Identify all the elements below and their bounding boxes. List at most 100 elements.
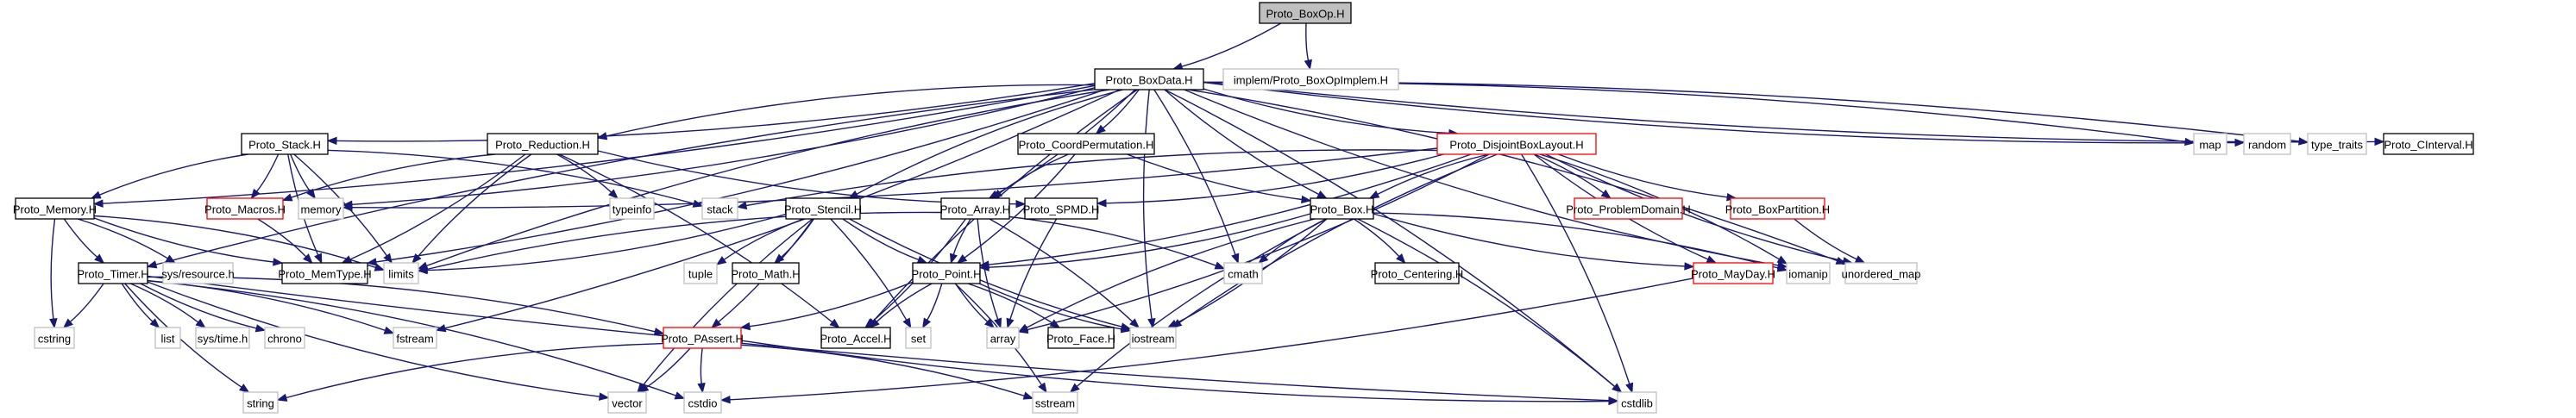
node-boxpartition[interactable]: Proto_BoxPartition.H xyxy=(1725,197,1830,220)
node-boxop[interactable]: Proto_BoxOp.H xyxy=(1259,2,1352,24)
node-box xyxy=(663,327,742,349)
edge-line xyxy=(1203,81,2236,144)
dependency-edge xyxy=(326,83,1096,146)
dependency-edge xyxy=(1203,81,2309,146)
node-problemdomain[interactable]: Proto_ProblemDomain.H xyxy=(1566,197,1691,220)
node-tuple: tuple xyxy=(683,262,718,284)
node-iomanip: iomanip xyxy=(1786,262,1831,284)
arrowhead-icon xyxy=(1258,253,1269,264)
arrowhead-icon xyxy=(1231,253,1240,265)
edge-line xyxy=(1027,153,1490,331)
dependency-edge xyxy=(341,153,526,264)
node-string: string xyxy=(242,391,279,414)
dependency-edge xyxy=(922,283,943,329)
edge-line xyxy=(336,83,1096,142)
node-box xyxy=(2383,133,2474,155)
dependency-edge xyxy=(739,281,914,331)
node-label: Proto_MayDay.H xyxy=(1691,268,1775,281)
edge-line xyxy=(642,218,814,386)
node-box xyxy=(206,197,284,220)
dependency-edge xyxy=(1017,218,1316,333)
node-reduction[interactable]: Proto_Reduction.H xyxy=(487,133,599,155)
node-stencil[interactable]: Proto_Stencil.H xyxy=(784,197,862,220)
edge-line xyxy=(876,283,933,322)
edge-line xyxy=(1153,89,1236,255)
edge-line xyxy=(1794,218,1857,260)
node-cinterval[interactable]: Proto_CInterval.H xyxy=(2383,133,2474,155)
node-memtype[interactable]: Proto_MemType.H xyxy=(278,262,372,284)
edge-line xyxy=(700,347,703,384)
arrowhead-icon xyxy=(715,256,727,265)
arrowhead-icon xyxy=(916,255,928,264)
node-label: Proto_Point.H xyxy=(912,268,982,281)
node-label: sys/time.h xyxy=(198,333,248,346)
node-box xyxy=(2307,133,2367,155)
arrowhead-icon xyxy=(1304,59,1313,71)
arrowhead-icon xyxy=(739,321,751,331)
dependency-edge xyxy=(1794,218,1866,264)
dependency-edge xyxy=(1203,81,2246,147)
node-mayday[interactable]: Proto_MayDay.H xyxy=(1691,262,1775,284)
dependency-edge xyxy=(93,217,284,266)
arrowhead-icon xyxy=(697,383,706,394)
edge-line xyxy=(50,218,56,320)
node-label: cstdio xyxy=(688,397,718,410)
node-boxdata[interactable]: Proto_BoxData.H xyxy=(1094,68,1204,90)
edge-line xyxy=(988,213,1311,268)
arrowhead-icon xyxy=(869,318,880,328)
node-macros[interactable]: Proto_Macros.H xyxy=(204,197,286,220)
node-coordperm[interactable]: Proto_CoordPermutation.H xyxy=(1017,133,1155,155)
node-passert[interactable]: Proto_PAssert.H xyxy=(661,327,744,349)
edge-line xyxy=(1103,89,1140,129)
dependency-edge xyxy=(1521,153,1634,394)
node-label: stack xyxy=(707,203,733,216)
node-label: cstdlib xyxy=(1621,397,1653,410)
node-array[interactable]: Proto_Array.H xyxy=(940,197,1010,220)
node-fstream: fstream xyxy=(393,327,437,349)
edge-line xyxy=(290,153,311,192)
arrowhead-icon xyxy=(417,265,429,273)
dependency-edge xyxy=(1304,22,1313,71)
node-box xyxy=(940,197,1010,220)
node-box xyxy=(34,327,75,349)
arrowhead-icon xyxy=(2234,138,2246,147)
edge-line xyxy=(93,217,274,263)
node-set: set xyxy=(905,327,932,349)
edge-line xyxy=(1026,218,1316,328)
edge-line xyxy=(1009,218,1058,320)
arrowhead-icon xyxy=(146,260,158,269)
dependency-edge xyxy=(417,211,942,273)
node-accel[interactable]: Proto_Accel.H xyxy=(820,327,892,349)
edge-line xyxy=(130,283,199,323)
node-disjointboxlayout[interactable]: Proto_DisjointBoxLayout.H xyxy=(1436,133,1597,155)
edge-line xyxy=(257,218,307,258)
dependency-edge xyxy=(124,283,250,393)
dependency-edge xyxy=(1534,153,1612,199)
dependency-edge xyxy=(715,218,804,265)
dependency-edge xyxy=(1006,218,1058,329)
edge-line xyxy=(256,153,280,192)
node-box xyxy=(298,197,344,220)
arrowhead-icon xyxy=(165,254,177,264)
node-point[interactable]: Proto_Point.H xyxy=(912,262,982,284)
node-face[interactable]: Proto_Face.H xyxy=(1046,327,1115,349)
edge-line xyxy=(842,218,920,261)
dependency-edge xyxy=(956,153,1076,264)
node-memory[interactable]: Proto_Memory.H xyxy=(13,197,97,220)
node-stack[interactable]: Proto_Stack.H xyxy=(241,133,329,155)
node-spmd[interactable]: Proto_SPMD.H xyxy=(1023,197,1100,220)
edge-line xyxy=(77,218,168,259)
node-timer[interactable]: Proto_Timer.H xyxy=(77,262,149,284)
node-label: set xyxy=(911,333,927,346)
dependency-edge xyxy=(146,89,1096,269)
arrowhead-icon xyxy=(1396,253,1406,264)
edge-line xyxy=(426,211,942,271)
node-centering[interactable]: Proto_Centering.H xyxy=(1371,262,1464,284)
node-box[interactable]: Proto_Box.H xyxy=(1310,197,1374,220)
node-label: sys/resource.h xyxy=(161,268,235,281)
edge-line xyxy=(1377,153,1489,196)
node-math[interactable]: Proto_Math.H xyxy=(731,262,801,284)
arrowhead-icon xyxy=(62,318,73,328)
arrowhead-icon xyxy=(984,318,995,328)
node-label: Proto_Face.H xyxy=(1046,333,1115,346)
